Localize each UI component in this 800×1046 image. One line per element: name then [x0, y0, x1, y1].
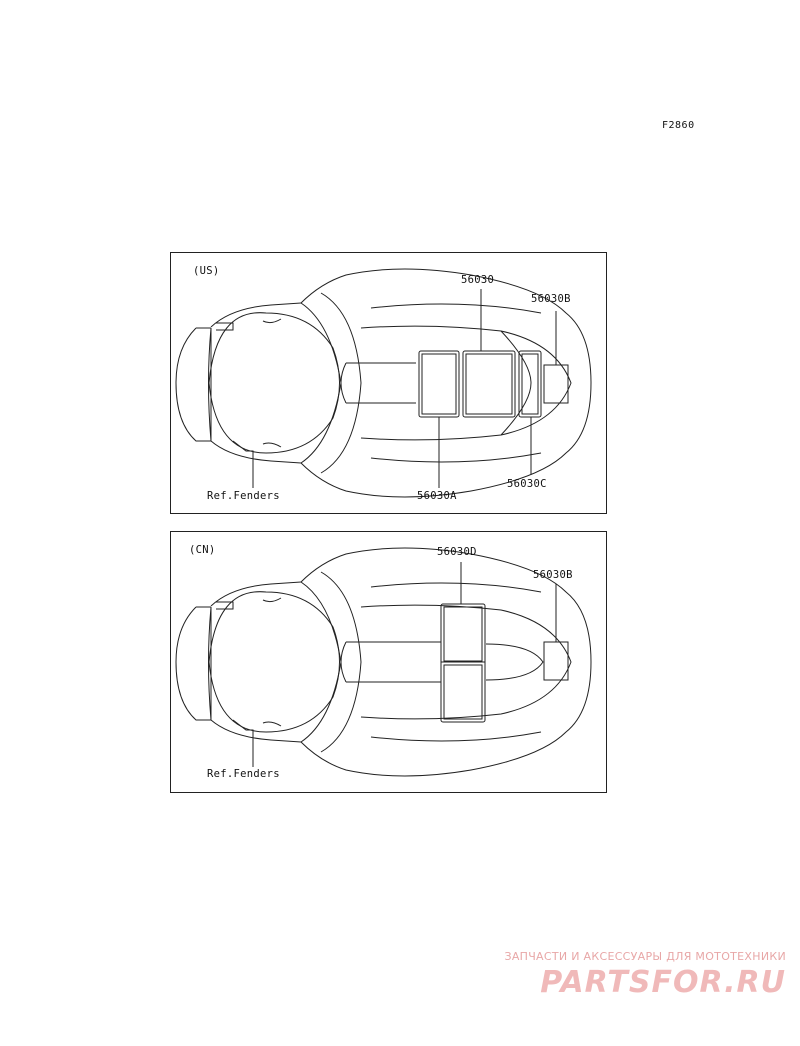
- region-label-us: (US): [193, 265, 220, 277]
- part-label-56030B: 56030B: [533, 569, 573, 581]
- part-label-56030D: 56030D: [437, 546, 477, 558]
- label-56030B-rect: [543, 364, 569, 404]
- part-label-56030B: 56030B: [531, 293, 571, 305]
- part-label-56030: 56030: [461, 274, 495, 286]
- tail-light-lens: [208, 327, 212, 442]
- leader-ref-fenders: [232, 440, 254, 488]
- part-label-56030A: 56030A: [417, 490, 457, 502]
- us-tail-diagram: [175, 268, 592, 498]
- watermark-tagline: ЗАПЧАСТИ И АКСЕССУАРЫ ДЛЯ МОТОТЕХНИКИ: [504, 950, 786, 963]
- label-56030B-rect: [543, 641, 569, 681]
- seat-opening: [208, 591, 340, 733]
- panel-cn: (CN) 56030D 56030B Ref.Fenders: [170, 531, 607, 793]
- part-label-56030C: 56030C: [507, 478, 547, 490]
- cn-tail-diagram: [175, 547, 592, 777]
- rear-fender-outline: [175, 606, 211, 721]
- label-56030A-rect: [418, 350, 460, 418]
- ref-fenders-label: Ref.Fenders: [207, 490, 280, 502]
- seat-opening: [208, 312, 340, 454]
- leader-ref-fenders: [232, 719, 254, 767]
- tail-light-lens: [208, 606, 212, 721]
- seat-outline: [300, 268, 592, 498]
- label-56030-rect: [462, 350, 516, 418]
- panel-us: (US) 56030 56030B 56030A 56030C Ref.Fend…: [170, 252, 607, 514]
- ref-fenders-label: Ref.Fenders: [207, 768, 280, 780]
- label-56030C-rect: [518, 350, 542, 418]
- watermark-logo: PARTSFOR.RU: [540, 965, 786, 1000]
- rear-fender-outline: [175, 327, 211, 442]
- figure-code: F2860: [662, 120, 695, 131]
- seat-outline: [300, 547, 592, 777]
- label-56030D-rect: [440, 603, 486, 723]
- region-label-cn: (CN): [189, 544, 216, 556]
- watermark: ЗАПЧАСТИ И АКСЕССУАРЫ ДЛЯ МОТОТЕХНИКИ PA…: [504, 950, 786, 1000]
